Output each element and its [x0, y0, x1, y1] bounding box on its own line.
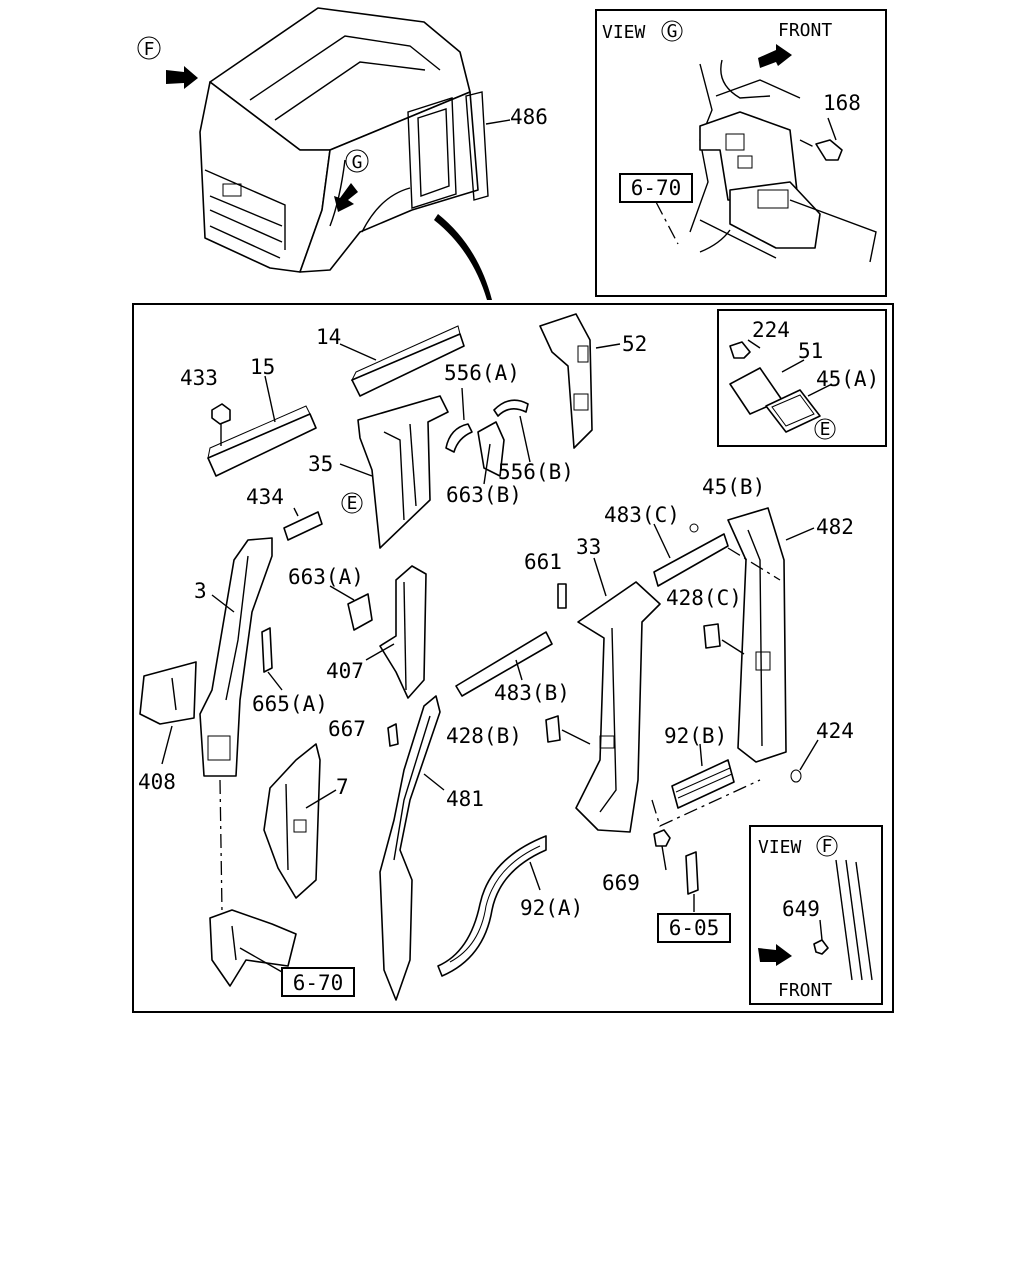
callout-481: 481	[446, 787, 484, 811]
view-f-letter: F	[822, 836, 833, 857]
callout-661: 661	[524, 550, 562, 574]
part-669: 669 6-05	[602, 829, 731, 943]
callout-667: 667	[328, 717, 366, 741]
cab-overview: F G 486	[137, 7, 548, 300]
part-483c: 45(B) 483(C)	[604, 475, 765, 587]
callout-669: 669	[602, 871, 640, 895]
arrow-f-icon	[166, 66, 198, 89]
callout-7: 7	[336, 775, 349, 799]
front-arrow-f-icon	[758, 944, 792, 966]
callout-52: 52	[622, 332, 647, 356]
view-g-panel: VIEW G FRONT 168 6-70	[595, 9, 887, 297]
callout-168: 168	[823, 91, 861, 115]
callout-92b: 92(B)	[664, 724, 727, 748]
ref-6-70-top: 6-70	[631, 176, 682, 200]
callout-663a: 663(A)	[288, 565, 364, 589]
part-434: 434	[246, 485, 323, 541]
part-428b: 428(B)	[446, 715, 591, 748]
front-arrow-icon	[758, 44, 792, 68]
part-556-663b: 556(A) 556(B) 663(B)	[444, 361, 574, 507]
part-482: 482 424	[727, 507, 854, 783]
callout-434: 434	[246, 485, 284, 509]
callout-224: 224	[752, 318, 790, 342]
marker-e-inset: E	[820, 419, 831, 440]
callout-407: 407	[326, 659, 364, 683]
part-483b: 483(B)	[455, 631, 570, 705]
marker-e-35: E	[347, 493, 358, 514]
part-481: 481	[379, 695, 484, 1001]
lower-bracket: 6-70	[209, 779, 355, 997]
callout-51: 51	[798, 339, 823, 363]
view-g-letter: G	[667, 21, 678, 42]
part-428c: 428(C)	[666, 586, 745, 655]
part-3: 3	[194, 537, 273, 777]
callout-663b: 663(B)	[446, 483, 522, 507]
view-f-label: VIEW	[758, 837, 802, 858]
arrow-g-icon	[334, 183, 358, 212]
callout-483c: 483(C)	[604, 503, 680, 527]
ref-6-70-bottom: 6-70	[293, 971, 344, 995]
callout-428b: 428(B)	[446, 724, 522, 748]
callout-15: 15	[250, 355, 275, 379]
callout-45b: 45(B)	[702, 475, 765, 499]
callout-556a: 556(A)	[444, 361, 520, 385]
part-35: 35 E	[308, 395, 449, 549]
part-667: 667	[328, 717, 399, 747]
part-407: 407	[326, 565, 427, 699]
marker-f: F	[144, 39, 155, 60]
callout-665a: 665(A)	[252, 692, 328, 716]
callout-428c: 428(C)	[666, 586, 742, 610]
view-g-label: VIEW	[602, 22, 646, 43]
callout-14: 14	[316, 325, 341, 349]
part-33: 33	[575, 535, 661, 833]
detail-frame	[132, 303, 894, 1013]
part-15: 15 433	[180, 355, 317, 477]
inset-panel: 224 51 45(A) E	[717, 309, 887, 447]
callout-35: 35	[308, 452, 333, 476]
callout-424: 424	[816, 719, 854, 743]
view-g-front: FRONT	[778, 20, 832, 41]
callout-482: 482	[816, 515, 854, 539]
callout-33: 33	[576, 535, 601, 559]
callout-3: 3	[194, 579, 207, 603]
callout-486: 486	[510, 105, 548, 129]
part-92b: 92(B)	[651, 724, 761, 827]
callout-45a: 45(A)	[816, 367, 879, 391]
callout-649: 649	[782, 897, 820, 921]
part-52: 52	[539, 313, 647, 449]
view-f-panel: VIEW F 649 FRONT	[749, 825, 883, 1005]
view-f-front: FRONT	[778, 980, 832, 1001]
callout-92a: 92(A)	[520, 896, 583, 920]
leader-arrow-icon	[434, 214, 492, 300]
part-92a: 92(A)	[437, 835, 583, 977]
marker-g: G	[352, 152, 363, 173]
part-408: 408	[138, 661, 197, 794]
callout-483b: 483(B)	[494, 681, 570, 705]
callout-556b: 556(B)	[498, 460, 574, 484]
ref-6-05: 6-05	[669, 916, 720, 940]
part-661: 661	[524, 550, 567, 609]
part-663a: 663(A)	[288, 565, 373, 631]
part-14: 14	[316, 325, 465, 397]
callout-408: 408	[138, 770, 176, 794]
callout-433: 433	[180, 366, 218, 390]
part-665a: 665(A)	[252, 627, 328, 716]
part-7: 7	[263, 743, 349, 899]
